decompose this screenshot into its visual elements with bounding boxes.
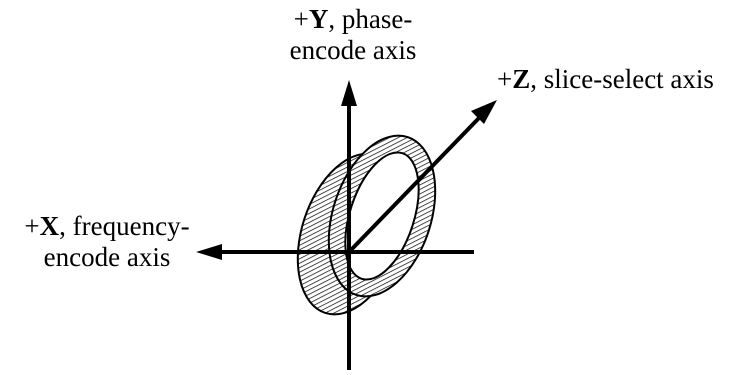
- x-axis-sign: +: [24, 211, 40, 241]
- z-axis-arrowhead: [471, 100, 497, 124]
- x-axis: [196, 244, 474, 260]
- z-axis-label-text: , slice-select axis: [530, 64, 714, 94]
- x-axis-label: +X, frequency- encode axis: [2, 211, 212, 273]
- z-axis-label: +Z, slice-select axis: [497, 64, 714, 95]
- y-axis-arrowhead: [341, 80, 357, 106]
- y-axis-label-line2: encode axis: [289, 35, 417, 65]
- x-axis-label-line2: encode axis: [43, 242, 171, 272]
- z-axis: [347, 100, 497, 254]
- y-axis-label: +Y, phase- encode axis: [263, 4, 443, 66]
- y-axis: [341, 80, 357, 370]
- x-axis-label-line1: +X, frequency-: [2, 211, 212, 242]
- y-axis-label-text: , phase-: [328, 4, 413, 34]
- hatched-tube-object: [296, 134, 437, 316]
- z-axis-sign: +: [497, 64, 513, 94]
- y-axis-sign: +: [293, 4, 309, 34]
- x-axis-letter: X: [39, 211, 60, 241]
- x-axis-arrowhead: [196, 244, 222, 260]
- x-axis-label-text: , frequency-: [59, 211, 190, 241]
- y-axis-letter: Y: [308, 4, 329, 34]
- y-axis-label-line1: +Y, phase-: [263, 4, 443, 35]
- z-axis-letter: Z: [512, 64, 531, 94]
